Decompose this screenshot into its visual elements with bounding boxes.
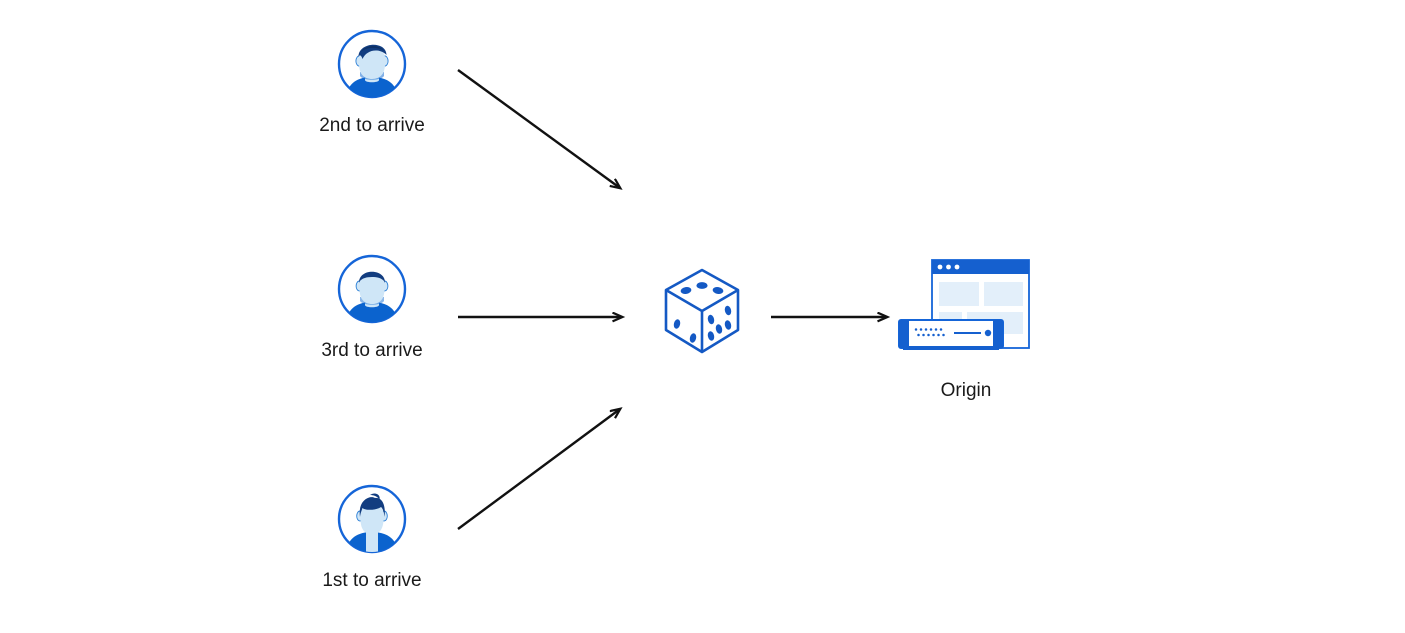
node-label-client-1st: 1st to arrive bbox=[322, 570, 422, 591]
node-client-3rd[interactable]: 3rd to arrive bbox=[321, 253, 423, 360]
user-avatar-icon bbox=[337, 254, 407, 324]
server-device bbox=[898, 319, 1004, 350]
node-label-client-3rd: 3rd to arrive bbox=[321, 340, 423, 361]
edge-2nd-to-dice bbox=[457, 69, 620, 188]
node-client-2nd[interactable]: 2nd to arrive bbox=[319, 28, 425, 135]
edge-1st-to-dice bbox=[457, 409, 620, 530]
user-avatar-icon bbox=[337, 29, 407, 99]
node-randomizer[interactable] bbox=[661, 266, 743, 356]
node-label-client-2nd: 2nd to arrive bbox=[319, 115, 425, 136]
node-label-origin: Origin bbox=[940, 380, 992, 401]
user-avatar-icon bbox=[337, 484, 407, 554]
node-origin[interactable]: Origin bbox=[897, 258, 1035, 400]
node-client-1st[interactable]: 1st to arrive bbox=[322, 483, 422, 590]
dice-icon bbox=[664, 268, 740, 354]
origin-server-icon bbox=[898, 259, 1030, 350]
